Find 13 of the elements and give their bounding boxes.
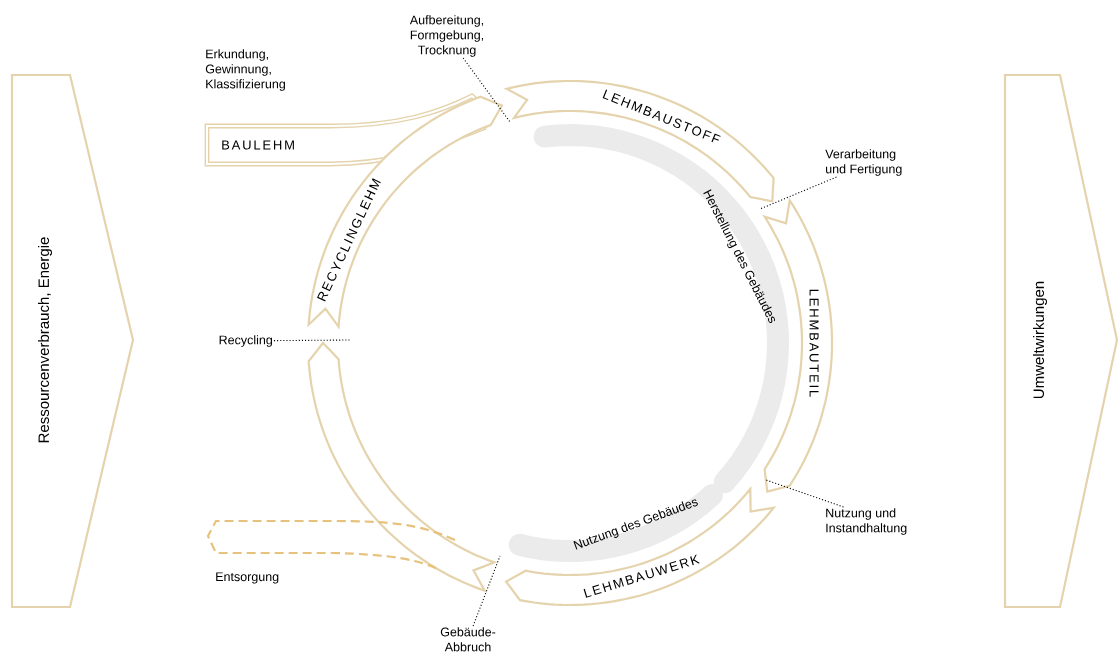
- step-label: Aufbereitung, Formgebung, Trocknung: [409, 15, 484, 57]
- leader-line: [759, 176, 837, 210]
- step-label: Verarbeitung und Fertigung: [825, 149, 902, 176]
- step-label: Gebäude-Abbruch: [440, 627, 496, 652]
- step-label: Nutzung und Instandhaltung: [826, 508, 907, 535]
- step-label: Recycling: [219, 335, 272, 347]
- step-label: Erkundung, Gewinnung, Klassifizierung: [205, 49, 285, 91]
- leader-line: [472, 555, 501, 627]
- disposal-band: [206, 519, 456, 571]
- leader-line: [462, 57, 511, 123]
- leader-line: [273, 339, 351, 342]
- leader-line: [765, 479, 845, 508]
- step-label: Entsorgung: [216, 572, 279, 584]
